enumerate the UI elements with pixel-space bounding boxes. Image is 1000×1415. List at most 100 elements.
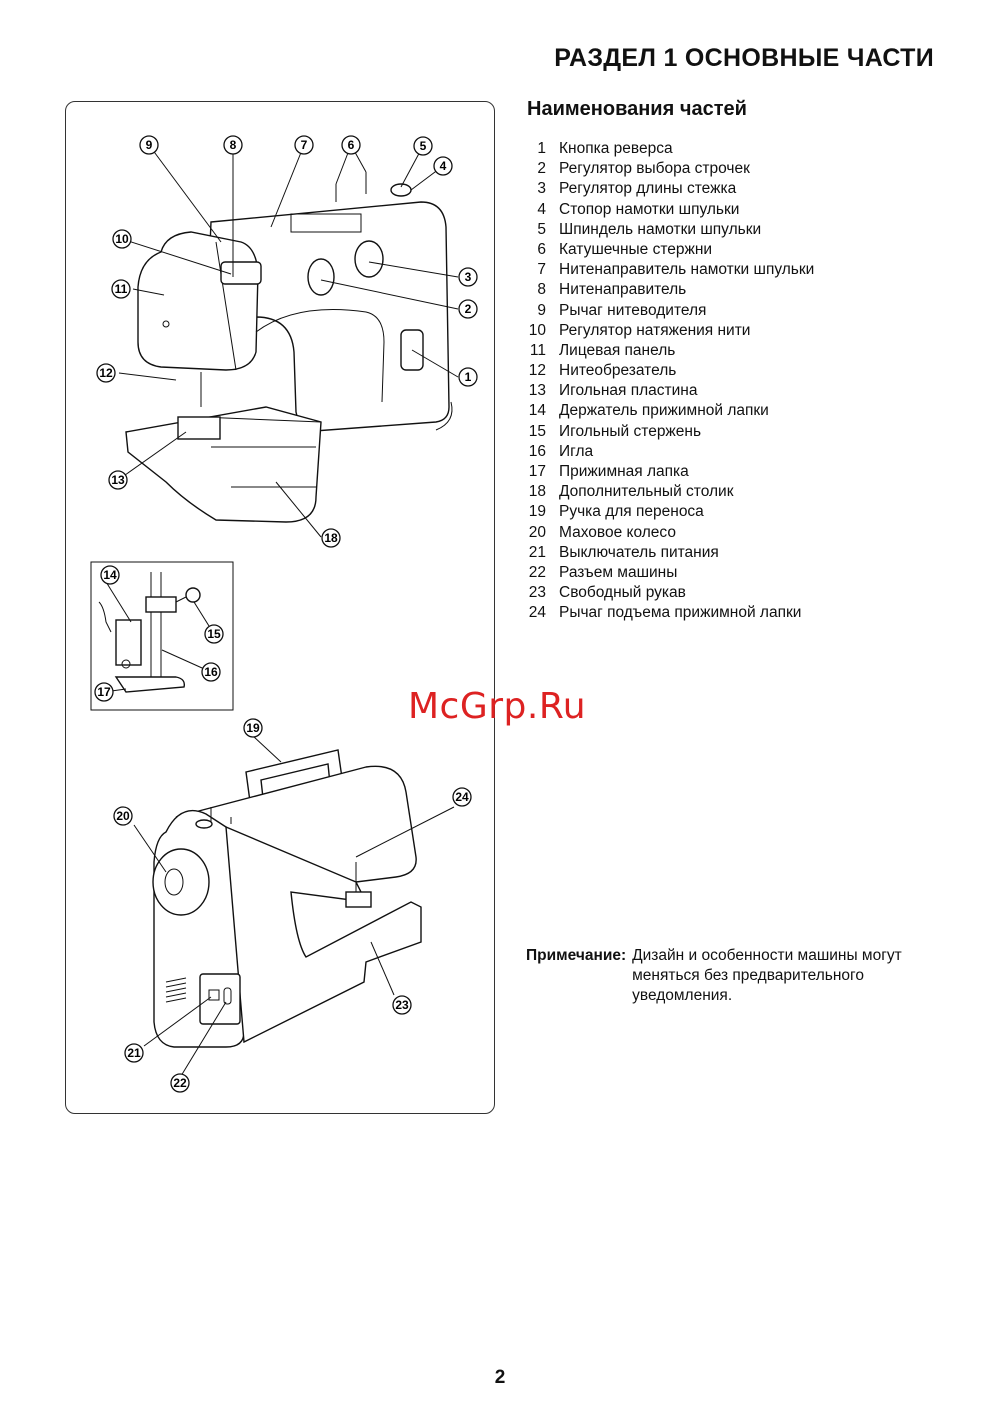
callout-20: 20: [113, 806, 133, 826]
svg-text:20: 20: [116, 809, 130, 823]
part-item: 1 Кнопка реверса: [526, 139, 814, 159]
svg-text:24: 24: [455, 790, 469, 804]
part-label: Рычаг подъема прижимной лапки: [559, 604, 802, 622]
part-number: 12: [528, 362, 546, 380]
callout-13: 13: [108, 470, 128, 490]
part-number: 11: [529, 341, 546, 359]
svg-text:13: 13: [111, 473, 125, 487]
part-item: 14 Держатель прижимной лапки: [526, 401, 814, 421]
callout-11: 11: [111, 279, 131, 299]
svg-text:18: 18: [324, 531, 338, 545]
section-heading: Наименования частей: [527, 98, 747, 120]
callout-24: 24: [452, 787, 472, 807]
svg-text:21: 21: [127, 1046, 141, 1060]
part-label: Стопор намотки шпульки: [559, 200, 740, 218]
svg-text:8: 8: [230, 138, 237, 152]
part-label: Маховое колесо: [559, 523, 676, 541]
part-label: Разъем машины: [559, 563, 678, 581]
callouts: 9 8 7 6 5 4 10 3 11 2 12 1 13 18 14 15 1…: [94, 135, 478, 1093]
svg-text:17: 17: [97, 685, 111, 699]
callout-6: 6: [341, 135, 361, 155]
callout-21: 21: [124, 1043, 144, 1063]
part-label: Регулятор натяжения нити: [559, 321, 751, 339]
svg-text:14: 14: [103, 568, 117, 582]
callout-1: 1: [458, 367, 478, 387]
callout-9: 9: [139, 135, 159, 155]
callout-18: 18: [321, 528, 341, 548]
part-label: Регулятор длины стежка: [559, 180, 737, 198]
svg-text:23: 23: [395, 998, 409, 1012]
callout-3: 3: [458, 267, 478, 287]
machine-illustration: 9 8 7 6 5 4 10 3 11 2 12 1 13 18 14 15 1…: [90, 135, 478, 1093]
svg-text:6: 6: [348, 138, 355, 152]
svg-text:5: 5: [420, 139, 427, 153]
part-number: 20: [528, 523, 546, 541]
part-number: 3: [537, 180, 546, 198]
part-number: 14: [528, 402, 546, 420]
part-label: Нитенаправитель намотки шпульки: [559, 261, 815, 279]
parts-diagram: 9 8 7 6 5 4 10 3 11 2 12 1 13 18 14 15 1…: [65, 101, 495, 1114]
part-number: 17: [528, 463, 546, 480]
svg-text:22: 22: [173, 1076, 187, 1090]
part-label: Ручка для переноса: [559, 503, 704, 521]
svg-text:1: 1: [465, 370, 472, 384]
part-label: Свободный рукав: [559, 584, 686, 602]
part-label: Игла: [559, 442, 594, 460]
part-label: Лицевая панель: [559, 341, 676, 359]
svg-text:16: 16: [204, 665, 218, 679]
part-label: Катушечные стержни: [559, 240, 713, 258]
part-number: 8: [537, 281, 546, 299]
part-number: 4: [537, 200, 546, 218]
part-number: 5: [537, 220, 546, 238]
note-text: Дизайн и особенности машины могут менять…: [632, 947, 902, 1004]
leader-lines-bottom: [133, 735, 455, 1077]
part-label: Дополнительный столик: [559, 483, 734, 501]
callout-12: 12: [96, 363, 116, 383]
part-number: 24: [528, 604, 546, 622]
part-item: 16 Игла: [526, 442, 814, 462]
callout-8: 8: [223, 135, 243, 155]
part-number: 15: [528, 422, 546, 440]
part-item: 9 Рычаг нитеводителя: [526, 301, 814, 321]
callout-17: 17: [94, 682, 114, 702]
part-label: Держатель прижимной лапки: [559, 402, 769, 420]
part-label: Игольная пластина: [559, 382, 698, 400]
part-number: 7: [537, 261, 546, 279]
part-number: 1: [537, 140, 546, 157]
callout-15: 15: [204, 624, 224, 644]
part-item: 4 Стопор намотки шпульки: [526, 200, 814, 220]
part-item: 15 Игольный стержень: [526, 422, 814, 442]
part-label: Кнопка реверса: [559, 140, 673, 157]
svg-text:3: 3: [465, 270, 472, 284]
part-number: 22: [528, 563, 546, 581]
svg-text:11: 11: [115, 282, 128, 296]
part-number: 21: [528, 543, 546, 561]
note: Примечание: Дизайн и особенности машины …: [526, 946, 912, 1006]
note-label: Примечание:: [526, 947, 627, 964]
page-number: 2: [494, 1367, 506, 1388]
callout-19: 19: [243, 718, 263, 738]
watermark: McGrp.Ru: [408, 686, 587, 727]
part-number: 16: [528, 442, 546, 460]
part-item: 22 Разъем машины: [526, 563, 814, 583]
callout-22: 22: [170, 1073, 190, 1093]
part-label: Прижимная лапка: [559, 463, 689, 480]
callout-7: 7: [294, 135, 314, 155]
svg-text:12: 12: [99, 366, 113, 380]
part-label: Шпиндель намотки шпульки: [559, 220, 762, 238]
part-item: 24 Рычаг подъема прижимной лапки: [526, 603, 814, 623]
part-item: 3 Регулятор длины стежка: [526, 179, 814, 199]
svg-text:10: 10: [115, 232, 129, 246]
part-number: 9: [537, 301, 546, 319]
part-label: Игольный стержень: [559, 422, 702, 440]
part-label: Рычаг нитеводителя: [559, 301, 707, 319]
